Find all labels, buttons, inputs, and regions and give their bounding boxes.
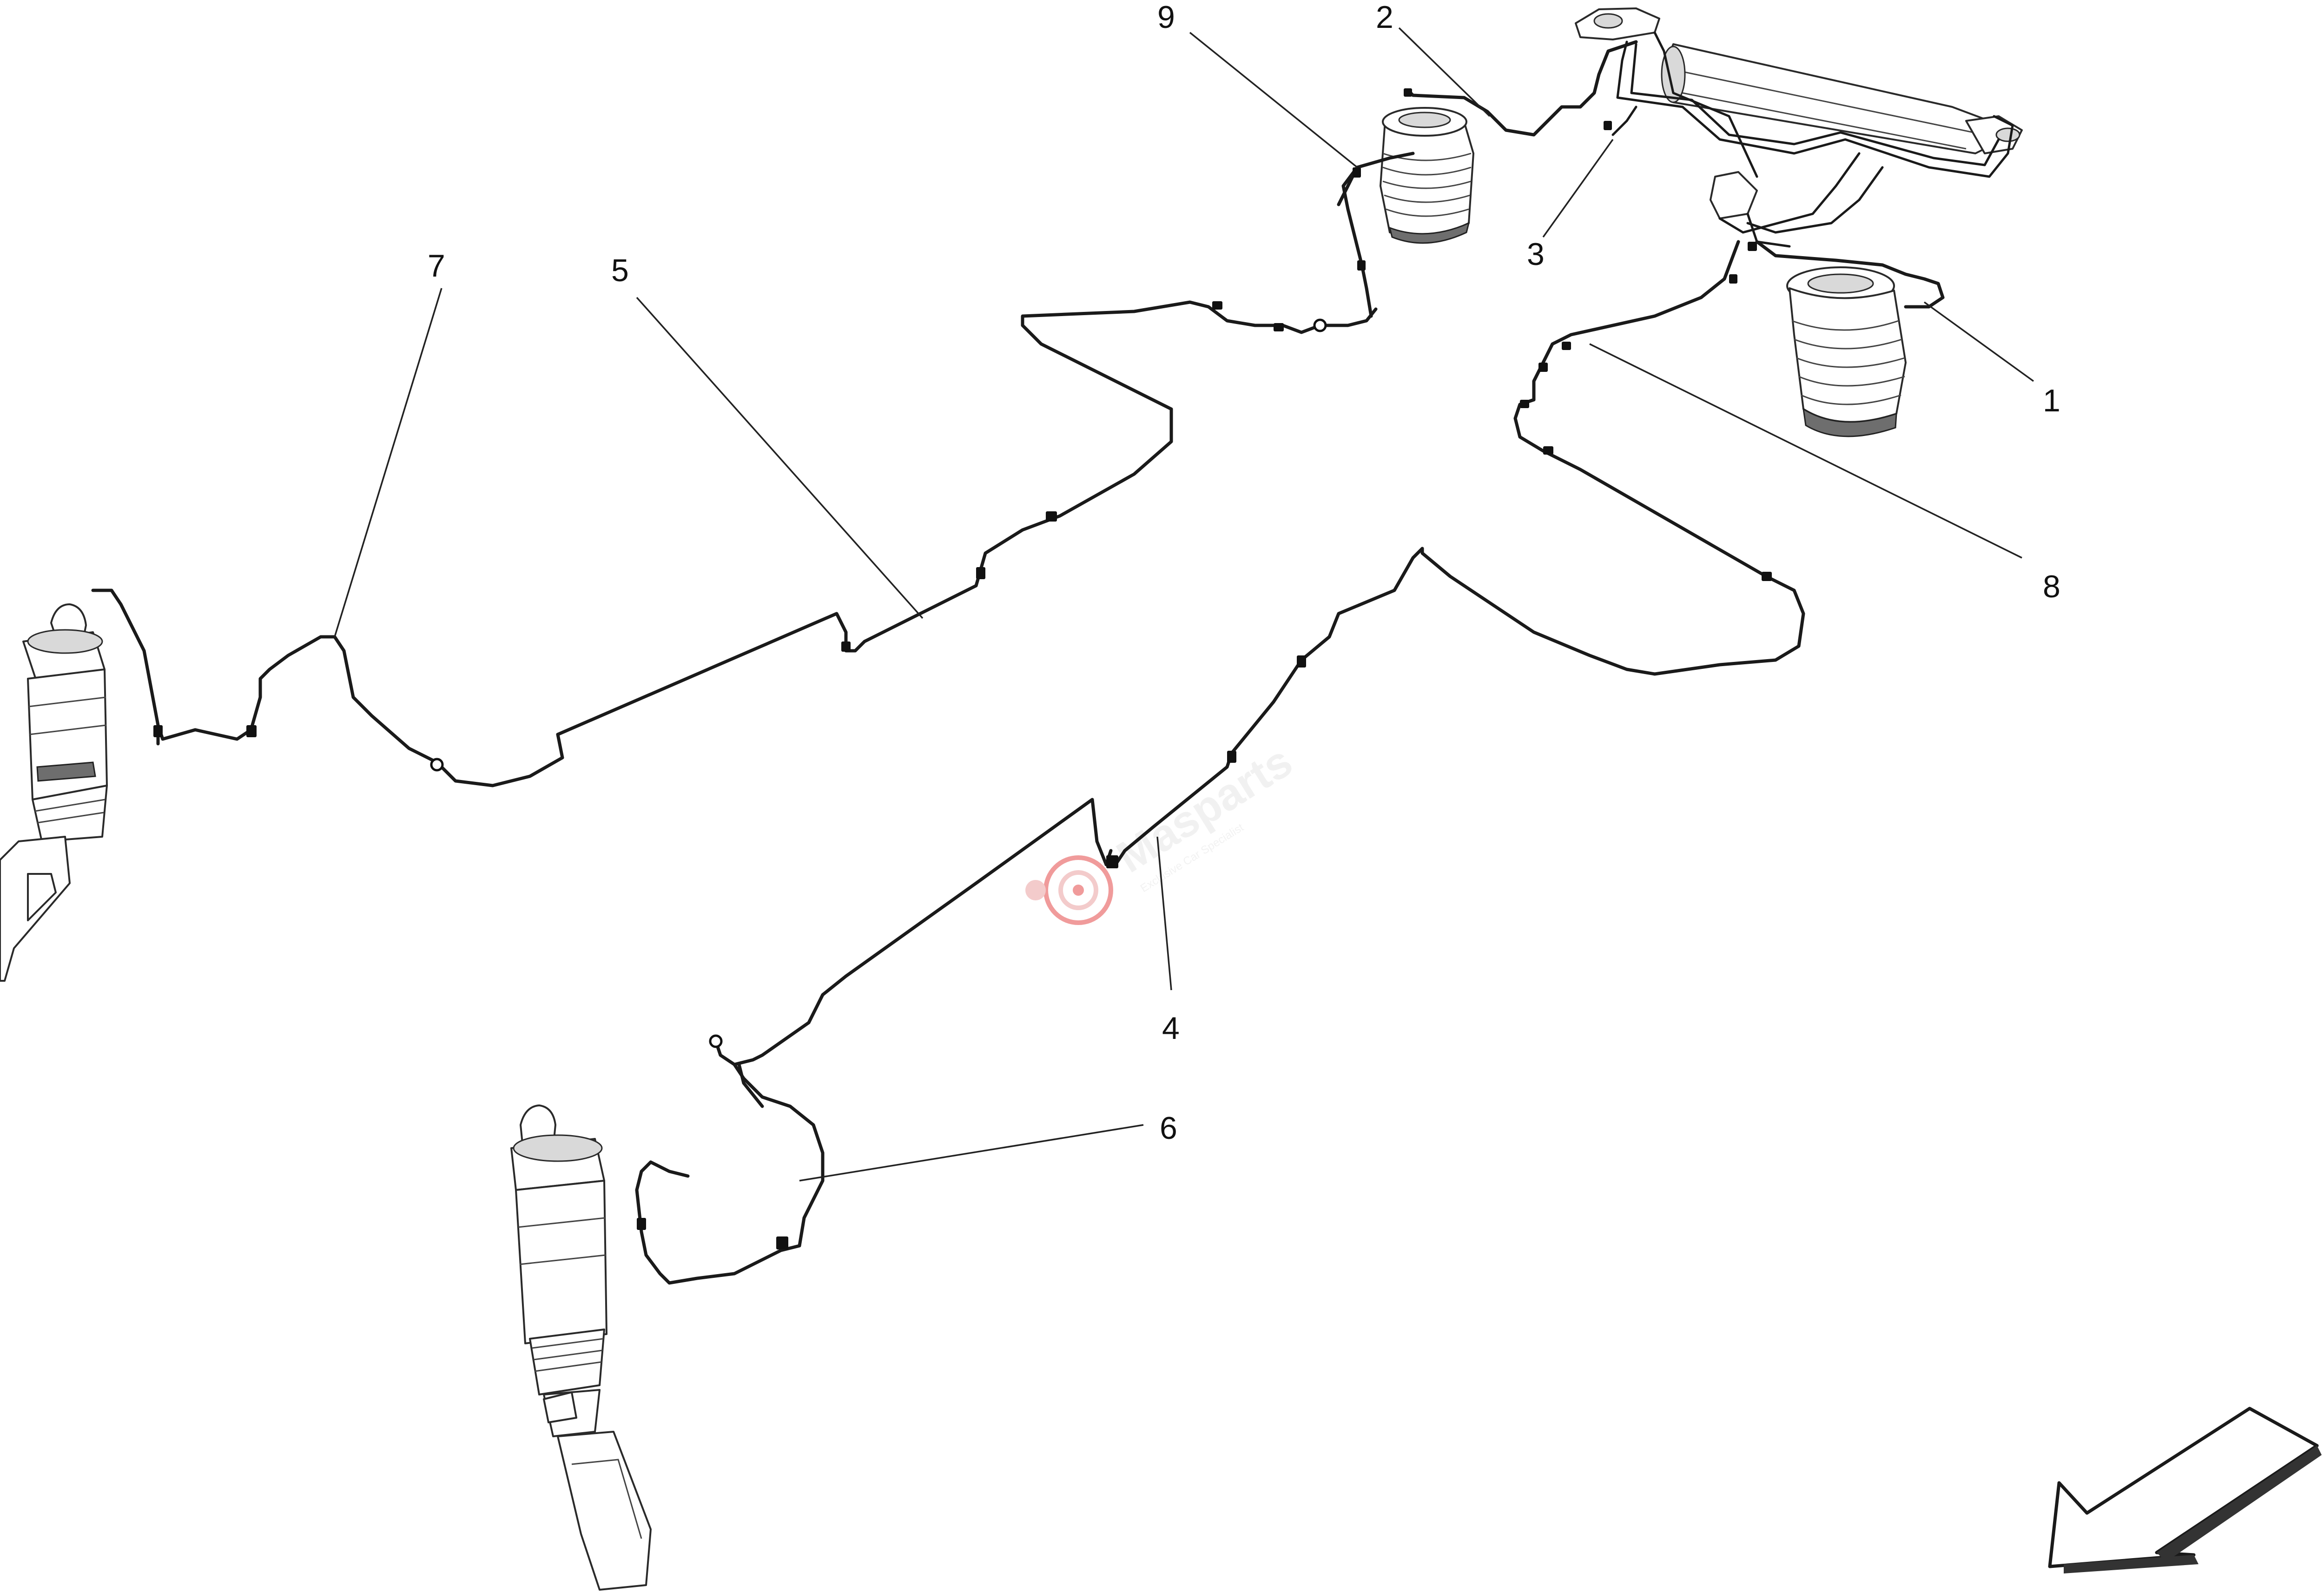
watermark-brand: Masparts bbox=[1108, 736, 1301, 882]
masparts-logo-icon bbox=[1025, 855, 1113, 925]
air-line-4 bbox=[714, 547, 1424, 1066]
air-line-8 bbox=[1420, 240, 1805, 676]
callout-6: 6 bbox=[1160, 1110, 1177, 1146]
callout-3: 3 bbox=[1527, 237, 1545, 272]
callout-7: 7 bbox=[428, 248, 445, 284]
callout-1: 1 bbox=[2043, 383, 2060, 418]
air-line-2 bbox=[1406, 40, 1638, 137]
front-left-air-strut bbox=[0, 603, 108, 982]
air-line-6 bbox=[635, 1063, 825, 1285]
air-line-5 bbox=[435, 300, 1378, 787]
callout-5: 5 bbox=[611, 253, 629, 288]
air-line-1 bbox=[1755, 240, 1945, 309]
callout-8: 8 bbox=[2043, 569, 2060, 604]
air-tank-assembly bbox=[1575, 7, 2023, 248]
rear-right-air-spring bbox=[1786, 266, 1907, 437]
callout-9: 9 bbox=[1157, 0, 1175, 35]
front-right-air-strut bbox=[510, 1104, 652, 1591]
air-lines bbox=[91, 40, 1945, 1285]
callout-labels: 1 2 3 4 5 6 7 8 9 bbox=[428, 0, 2060, 1146]
line-clips bbox=[153, 88, 1772, 1249]
leader-lines bbox=[334, 27, 2034, 1182]
air-line-9 bbox=[1341, 152, 1415, 318]
rear-left-air-spring bbox=[1380, 107, 1474, 244]
callout-4: 4 bbox=[1162, 1011, 1180, 1046]
callout-2: 2 bbox=[1376, 0, 1393, 35]
air-line-7 bbox=[91, 588, 439, 764]
arrow-down-left-icon bbox=[2048, 1407, 2322, 1573]
